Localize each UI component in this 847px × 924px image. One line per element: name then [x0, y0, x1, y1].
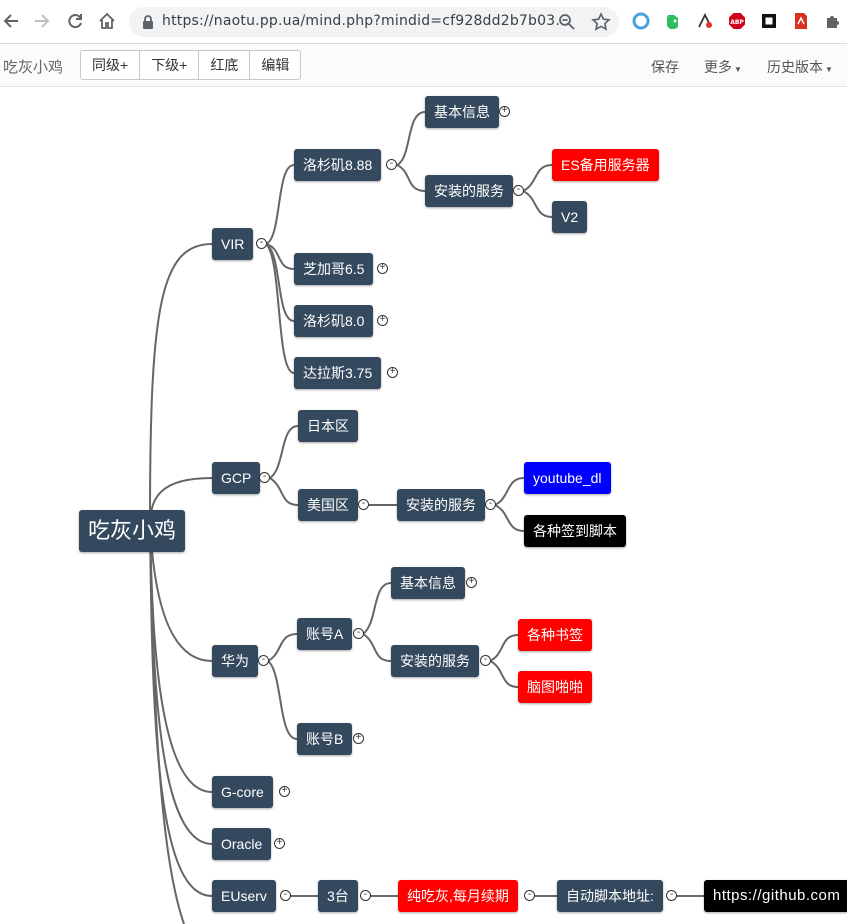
node-la-80[interactable]: 洛杉矶8.0 — [294, 305, 374, 337]
node-v2[interactable]: V2 — [552, 201, 588, 233]
node-oracle[interactable]: Oracle — [212, 828, 272, 860]
node-naotu[interactable]: 脑图啪啪 — [518, 671, 592, 703]
collapse-toggle-icon[interactable]: - — [524, 890, 535, 901]
collapse-toggle-icon[interactable]: - — [280, 890, 291, 901]
expand-toggle-icon[interactable]: + — [353, 733, 364, 744]
node-us-region[interactable]: 美国区 — [298, 489, 358, 521]
mindmap-toolbar: 吃灰小鸡 同级+ 下级+ 红底 编辑 保存 更多▼ 历史版本▼ — [0, 45, 847, 87]
node-checkin-scripts[interactable]: 各种签到脚本 — [524, 515, 626, 547]
node-gcore[interactable]: G-core — [212, 776, 273, 808]
collapse-toggle-icon[interactable]: - — [485, 499, 496, 510]
collapse-toggle-icon[interactable]: - — [480, 655, 491, 666]
address-bar[interactable]: https://naotu.pp.ua/mind.php?mindid=cf92… — [129, 7, 619, 37]
more-label: 更多 — [704, 59, 732, 75]
collapse-toggle-icon[interactable]: - — [513, 185, 524, 196]
collapse-toggle-icon[interactable]: - — [666, 890, 677, 901]
edit-button[interactable]: 编辑 — [261, 57, 290, 73]
node-huawei[interactable]: 华为 — [212, 645, 258, 677]
red-background-button[interactable]: 红底 — [199, 51, 251, 79]
browser-toolbar: https://naotu.pp.ua/mind.php?mindid=cf92… — [0, 0, 847, 44]
collapse-toggle-icon[interactable]: - — [386, 159, 397, 170]
node-installed-services[interactable]: 安装的服务 — [425, 175, 513, 207]
connector-lines — [149, 111, 704, 924]
zoom-out-icon[interactable] — [558, 13, 576, 31]
root-node[interactable]: 吃灰小鸡 — [79, 510, 186, 552]
node-la-888[interactable]: 洛杉矶8.88 — [294, 149, 382, 181]
mindmap-canvas[interactable]: 吃灰小鸡 VIR - 洛杉矶8.88 - 基本信息 + 安装的服务 - ES备用… — [0, 88, 847, 924]
map-title: 吃灰小鸡 — [3, 59, 64, 76]
add-sibling-button[interactable]: 同级+ — [81, 51, 141, 79]
history-label: 历史版本 — [767, 59, 823, 75]
node-renew-monthly[interactable]: 纯吃灰,每月续期 — [398, 880, 518, 912]
history-versions-menu[interactable]: 历史版本▼ — [767, 57, 833, 77]
node-gcp[interactable]: GCP — [212, 462, 261, 494]
collapse-toggle-icon[interactable]: - — [258, 655, 269, 666]
node-account-b[interactable]: 账号B — [297, 723, 353, 755]
expand-toggle-icon[interactable]: + — [499, 106, 510, 117]
adblock-icon[interactable]: ABP — [728, 12, 746, 30]
node-3-units[interactable]: 3台 — [318, 880, 358, 912]
square-extension-icon[interactable] — [760, 12, 778, 30]
evernote-icon[interactable] — [664, 12, 682, 30]
node-github-link[interactable]: https://github.com — [704, 880, 847, 912]
node-vir[interactable]: VIR — [212, 228, 254, 260]
add-child-button[interactable]: 下级+ — [140, 51, 200, 79]
expand-toggle-icon[interactable]: + — [279, 786, 290, 797]
node-actions-group: 同级+ 下级+ 红底 编辑 — [80, 50, 302, 80]
svg-text:ABP: ABP — [730, 19, 744, 26]
expand-toggle-icon[interactable]: + — [274, 838, 285, 849]
node-account-a[interactable]: 账号A — [297, 618, 353, 650]
pdf-extension-icon[interactable] — [792, 12, 810, 30]
bookmark-star-icon[interactable] — [591, 12, 611, 32]
node-dallas[interactable]: 达拉斯3.75 — [294, 357, 382, 389]
node-es-backup-server[interactable]: ES备用服务器 — [552, 149, 659, 181]
node-installed-services[interactable]: 安装的服务 — [391, 645, 479, 677]
home-icon[interactable] — [96, 10, 118, 32]
node-basic-info[interactable]: 基本信息 — [391, 567, 465, 599]
caret-down-icon: ▼ — [734, 65, 742, 74]
url-text: https://naotu.pp.ua/mind.php?mindid=cf92… — [162, 13, 570, 29]
collapse-toggle-icon[interactable]: - — [360, 890, 371, 901]
extension-circle-icon[interactable] — [632, 12, 650, 30]
node-youtube-dl[interactable]: youtube_dl — [524, 462, 611, 494]
node-installed-services[interactable]: 安装的服务 — [397, 489, 485, 521]
node-japan-region[interactable]: 日本区 — [298, 410, 358, 442]
node-euserv[interactable]: EUserv — [212, 880, 276, 912]
caret-down-icon: ▼ — [825, 65, 833, 74]
forward-arrow-icon[interactable] — [31, 10, 53, 32]
reload-icon[interactable] — [64, 10, 86, 32]
save-button[interactable]: 保存 — [651, 59, 679, 75]
expand-toggle-icon[interactable]: + — [377, 263, 388, 274]
puzzle-extensions-icon[interactable] — [824, 12, 842, 30]
node-basic-info[interactable]: 基本信息 — [425, 96, 499, 128]
node-script-address[interactable]: 自动脚本地址: — [557, 880, 663, 912]
gesture-extension-icon[interactable] — [696, 12, 714, 30]
node-bookmarks[interactable]: 各种书签 — [518, 619, 592, 651]
lock-icon[interactable] — [140, 14, 156, 30]
collapse-toggle-icon[interactable]: - — [259, 472, 270, 483]
collapse-toggle-icon[interactable]: - — [358, 499, 369, 510]
back-arrow-icon[interactable] — [0, 10, 22, 32]
collapse-toggle-icon[interactable]: - — [256, 238, 267, 249]
node-chicago[interactable]: 芝加哥6.5 — [294, 253, 374, 285]
more-menu[interactable]: 更多▼ — [704, 57, 742, 77]
expand-toggle-icon[interactable]: + — [377, 315, 388, 326]
expand-toggle-icon[interactable]: + — [466, 577, 477, 588]
expand-toggle-icon[interactable]: + — [387, 367, 398, 378]
collapse-toggle-icon[interactable]: - — [353, 628, 364, 639]
